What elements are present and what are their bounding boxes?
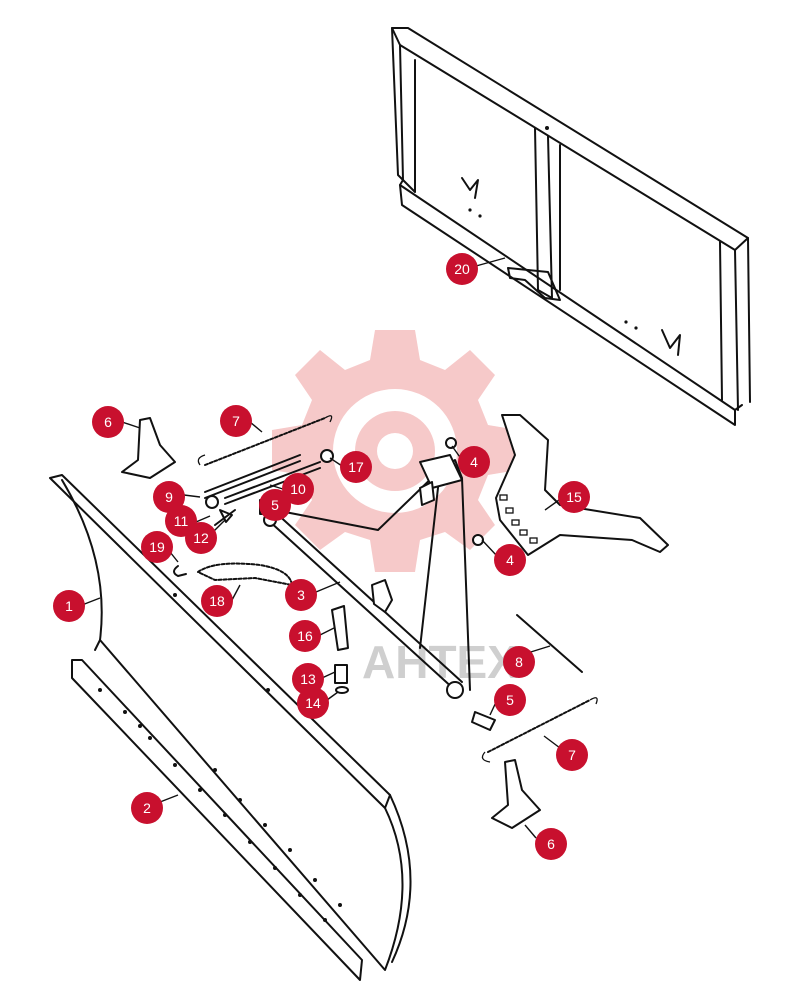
callout-badge-18: 18: [201, 585, 233, 617]
nut-upper-part: [445, 437, 457, 449]
callout-badge-2: 2: [131, 792, 163, 824]
callout-badge-1: 1: [53, 590, 85, 622]
svg-text:4: 4: [506, 552, 514, 568]
callout-badge-6-upper: 6: [92, 406, 124, 438]
svg-text:14: 14: [305, 695, 321, 711]
svg-text:9: 9: [165, 489, 173, 505]
svg-text:16: 16: [297, 628, 313, 644]
callout-badge-9: 9: [153, 481, 185, 513]
svg-text:7: 7: [568, 747, 576, 763]
callout-badge-5-lower: 5: [494, 684, 526, 716]
callout-badge-4-upper: 4: [458, 446, 490, 478]
callout-badge-13: 13: [292, 663, 324, 695]
callout-badge-7-lower: 7: [556, 739, 588, 771]
callout-badge-3: 3: [285, 579, 317, 611]
watermark-gear-icon: [272, 330, 518, 572]
skid-shoe-upper-part: [121, 417, 176, 479]
callout-badge-19: 19: [141, 531, 173, 563]
callout-badge-7-upper: 7: [220, 405, 252, 437]
callout-badge-6-lower: 6: [535, 828, 567, 860]
push-frame-part: [263, 454, 471, 699]
svg-text:5: 5: [271, 497, 279, 513]
callout-badge-4-lower: 4: [494, 544, 526, 576]
svg-text:5: 5: [506, 692, 514, 708]
quadrant-plate-part: [495, 414, 669, 556]
s-hook-part: [173, 565, 187, 577]
callout-badge-14: 14: [297, 687, 329, 719]
svg-text:13: 13: [300, 671, 316, 687]
skid-shoe-lower-part: [491, 759, 541, 829]
callout-badge-10: 10: [282, 473, 314, 505]
svg-text:8: 8: [515, 654, 523, 670]
svg-text:18: 18: [209, 593, 225, 609]
svg-text:6: 6: [104, 414, 112, 430]
callout-badge-12: 12: [185, 522, 217, 554]
locking-pin-part: [331, 605, 349, 651]
nut-lower-part: [472, 534, 484, 546]
bushing-part: [320, 449, 334, 463]
callout-badge-17: 17: [340, 451, 372, 483]
svg-text:17: 17: [348, 459, 364, 475]
svg-text:10: 10: [290, 481, 306, 497]
callout-badge-20: 20: [446, 253, 478, 285]
svg-text:2: 2: [143, 800, 151, 816]
callout-badge-15: 15: [558, 481, 590, 513]
svg-text:4: 4: [470, 454, 478, 470]
svg-text:6: 6: [547, 836, 555, 852]
callout-badge-8: 8: [503, 646, 535, 678]
callout-badge-5-upper: 5: [259, 489, 291, 521]
spring-upper-part: [197, 415, 333, 466]
svg-text:20: 20: [454, 261, 470, 277]
blade-part: [49, 474, 412, 971]
callout-badge-16: 16: [289, 620, 321, 652]
long-rod-part: [516, 614, 583, 673]
spring-lower-part: [481, 697, 598, 763]
cutting-edge-part: [71, 659, 363, 981]
svg-text:19: 19: [149, 539, 165, 555]
svg-text:1: 1: [65, 598, 73, 614]
small-spring-part: [334, 664, 348, 684]
svg-text:15: 15: [566, 489, 582, 505]
mounting-frame-part: [391, 27, 751, 426]
svg-text:12: 12: [193, 530, 209, 546]
chain-part: [197, 562, 293, 586]
svg-text:11: 11: [174, 513, 189, 529]
washer-part: [335, 686, 349, 694]
svg-text:3: 3: [297, 587, 305, 603]
svg-text:7: 7: [232, 413, 240, 429]
pin-lower-part: [471, 711, 496, 731]
